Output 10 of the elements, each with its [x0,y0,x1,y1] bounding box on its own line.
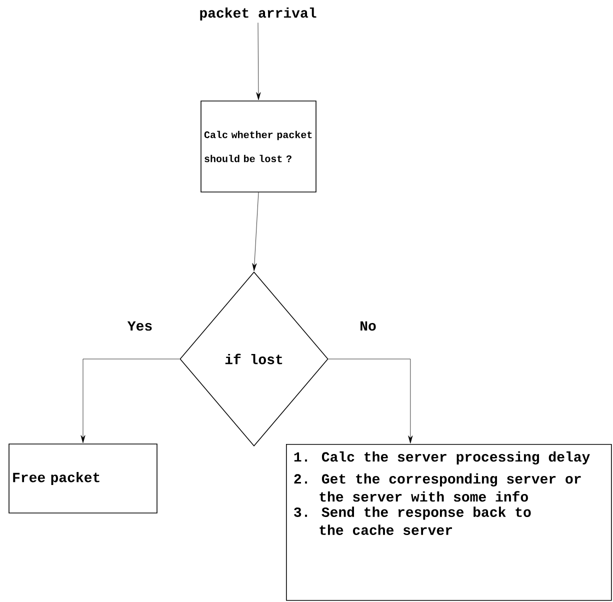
process-box: Calc whether packet should be lost ? [200,100,316,192]
arrow [252,192,259,272]
arrow [80,358,180,444]
arrow [328,358,413,444]
arrow [256,22,261,100]
process-box: Free packet [8,444,158,514]
edge-label: Yes [126,320,154,332]
edge-label: No [358,320,378,332]
process-box: 1. Calc the server processing delay 2. Get the corresponding server or the server with some info 3. Send the response back to the cache server [286,444,612,601]
start-label: packet arrival [200,7,316,21]
